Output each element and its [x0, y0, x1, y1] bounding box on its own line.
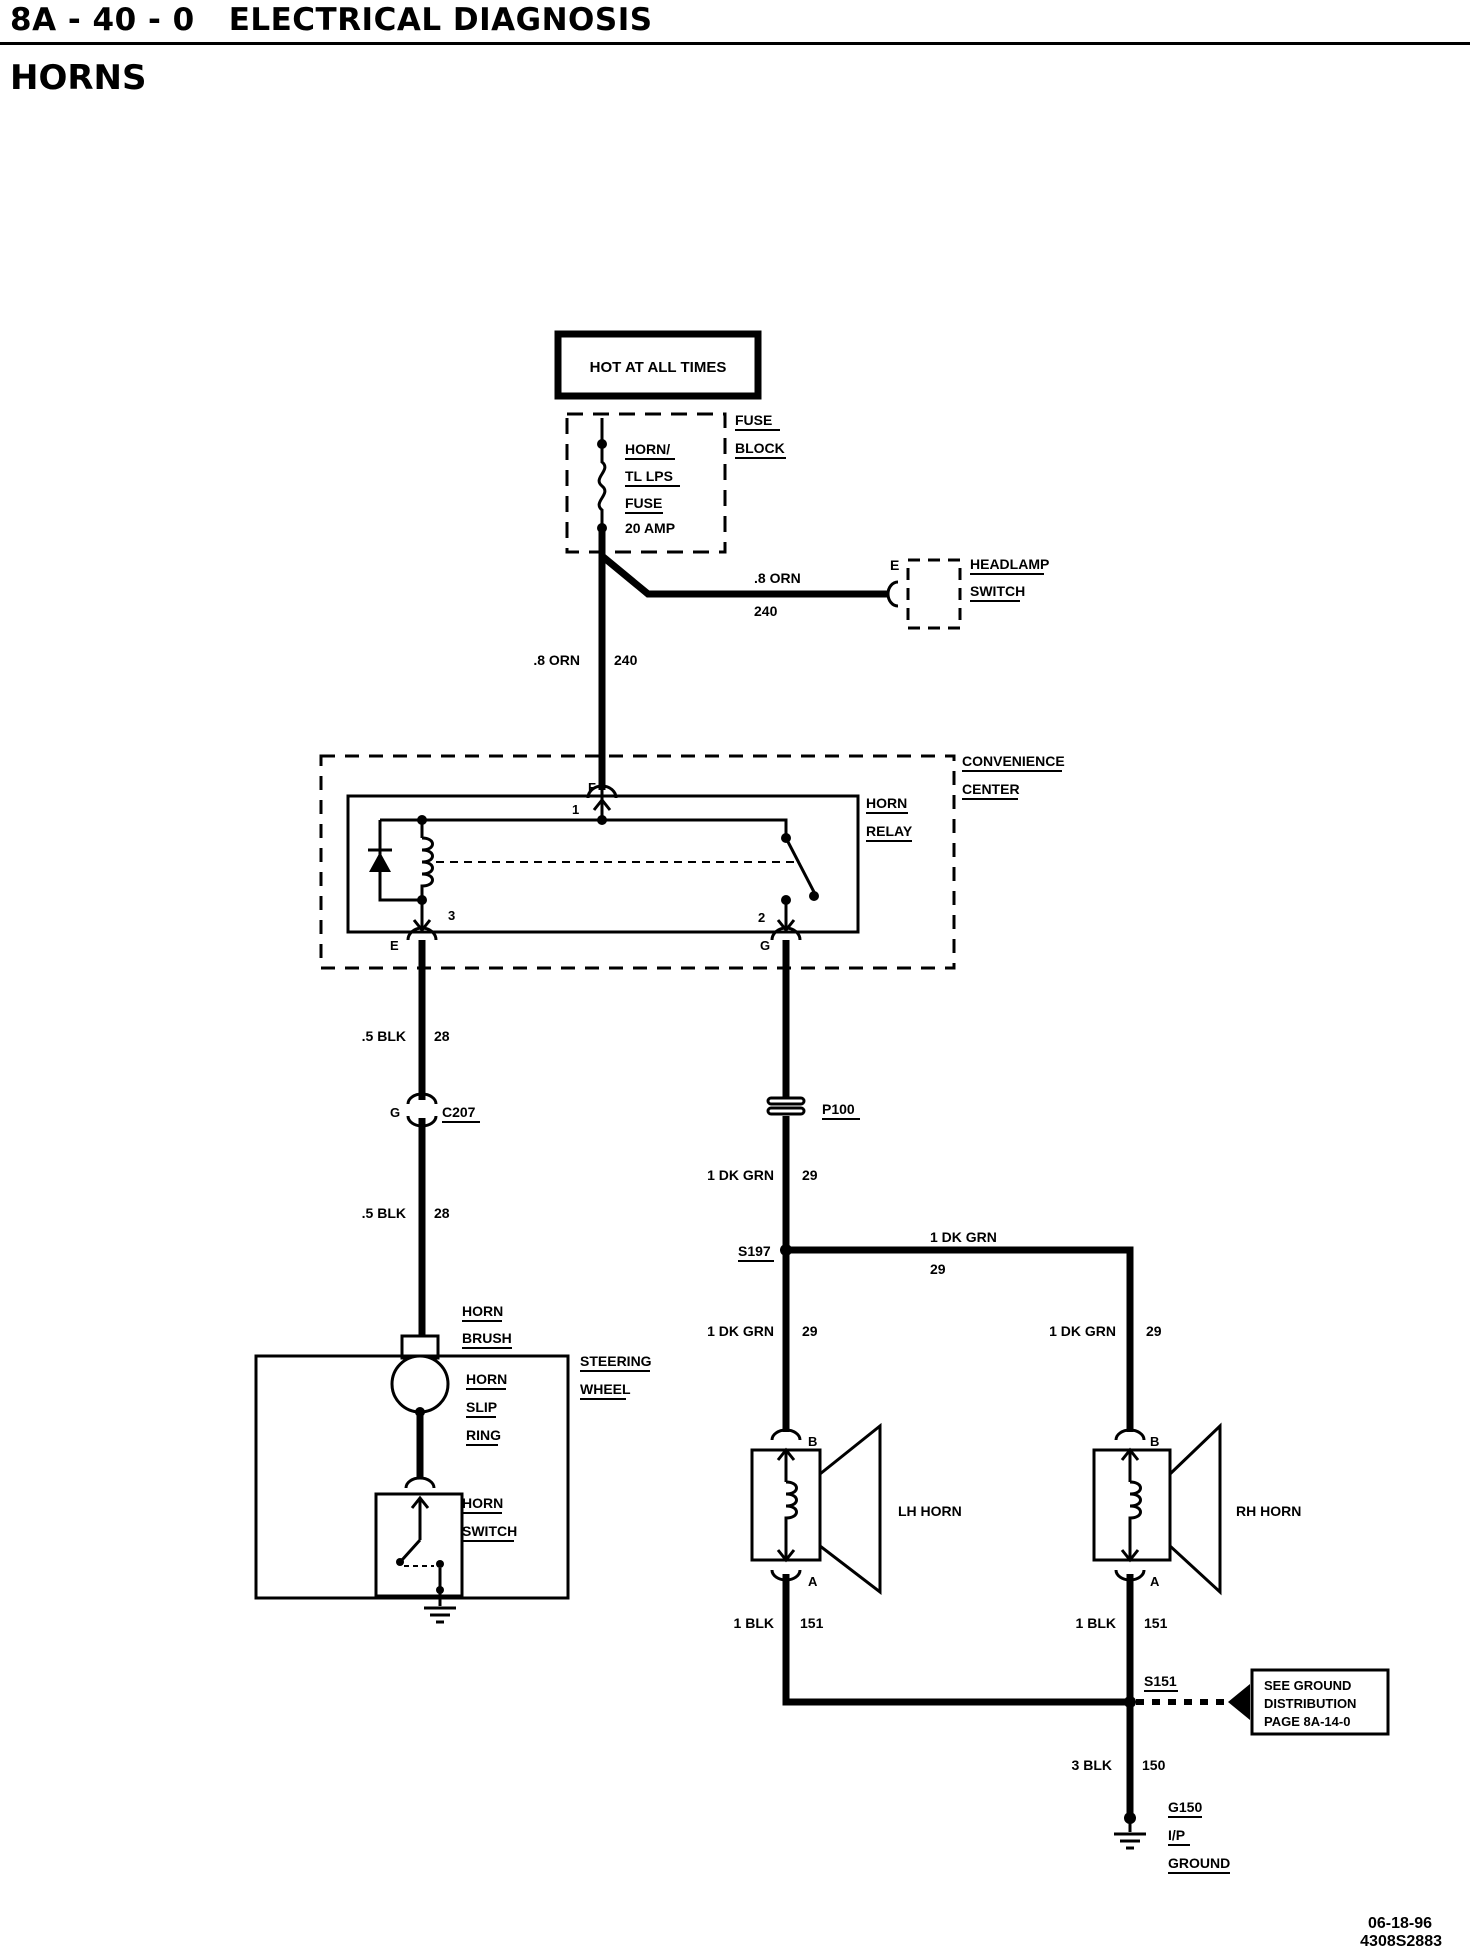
wire-29-lh-color: 1 DK GRN [707, 1323, 774, 1339]
p100-label: P100 [822, 1101, 855, 1117]
wire-150-color: 3 BLK [1072, 1757, 1112, 1773]
wire-151: 1 BLK 151 1 BLK 151 [734, 1574, 1168, 1706]
c207-pin: G [390, 1105, 400, 1120]
horn-brush-label: HORN [462, 1303, 503, 1319]
rh-horn-pin-a: A [1150, 1574, 1160, 1589]
convenience-center: CONVENIENCE CENTER F E G [319, 753, 1065, 970]
page-header: 8A - 40 - 0 ELECTRICAL DIAGNOSIS [10, 2, 653, 38]
svg-text:GROUND: GROUND [1168, 1855, 1230, 1871]
c207-label: C207 [442, 1104, 476, 1120]
convenience-center-label: CONVENIENCE [962, 753, 1065, 769]
wire-29-branch-color: 1 DK GRN [930, 1229, 997, 1245]
svg-text:BLOCK: BLOCK [735, 440, 785, 456]
pin-f: F [588, 780, 596, 795]
wire-240-color: .8 ORN [533, 652, 580, 668]
power-source-box: HOT AT ALL TIMES [554, 330, 762, 400]
steering-wheel-label: STEERING [580, 1353, 652, 1369]
pin-3: 3 [448, 908, 455, 923]
lh-horn: B A LH HORN [750, 1422, 962, 1596]
ground-g150: G150 I/P GROUND [1112, 1799, 1230, 1874]
horn-switch-label: HORN [462, 1495, 503, 1511]
svg-text:CENTER: CENTER [962, 781, 1020, 797]
wire-29-p100-color: 1 DK GRN [707, 1167, 774, 1183]
svg-text:I/P: I/P [1168, 1827, 1185, 1843]
section-number: 8A - 40 - 0 [10, 2, 195, 38]
svg-text:FUSE: FUSE [625, 495, 662, 511]
rh-horn-pin-b: B [1150, 1434, 1159, 1449]
svg-text:BRUSH: BRUSH [462, 1330, 512, 1346]
pin-e: E [390, 938, 399, 953]
svg-text:RING: RING [466, 1427, 501, 1443]
pin-1: 1 [572, 802, 579, 817]
page-subtitle: HORNS [10, 58, 147, 98]
wire-29-p100-circuit: 29 [802, 1167, 818, 1183]
wire-28: .5 BLK 28 .5 BLK 28 [362, 940, 450, 1336]
footer-code: 4308S2883 [1360, 1933, 1442, 1948]
svg-text:SLIP: SLIP [466, 1399, 497, 1415]
lh-horn-label: LH HORN [898, 1503, 962, 1519]
svg-text:TL LPS: TL LPS [625, 468, 673, 484]
power-source-label: HOT AT ALL TIMES [590, 359, 727, 376]
wire-151-rh-color: 1 BLK [1076, 1615, 1116, 1631]
horn-fuse: HORN/ TL LPS FUSE 20 AMP [597, 418, 680, 536]
wire-28-upper-circuit: 28 [434, 1028, 450, 1044]
pin-g: G [760, 938, 770, 953]
s151-label: S151 [1144, 1673, 1177, 1689]
ground-ref-line-1: SEE GROUND [1264, 1678, 1351, 1693]
wire-150: 3 BLK 150 [1072, 1702, 1166, 1816]
wire-150-circuit: 150 [1142, 1757, 1166, 1773]
wire-29-rh-color: 1 DK GRN [1049, 1323, 1116, 1339]
wire-151-lh-circuit: 151 [800, 1615, 824, 1631]
header-rule [0, 42, 1470, 45]
rh-horn: B A RH HORN [1092, 1422, 1301, 1596]
splice-s151: S151 [1124, 1673, 1250, 1720]
connector-c207: G C207 [390, 1092, 480, 1128]
ground-ref-line-2: DISTRIBUTION [1264, 1696, 1356, 1711]
lh-horn-pin-a: A [808, 1574, 818, 1589]
fuse-block: FUSE BLOCK [565, 412, 786, 554]
wire-240: .8 ORN 240 .8 ORN 240 [533, 528, 888, 790]
splice-s197: S197 [738, 1243, 792, 1262]
ground-g150-label: G150 [1168, 1799, 1202, 1815]
wire-29-rh-circuit: 29 [1146, 1323, 1162, 1339]
pin-2: 2 [758, 910, 765, 925]
s197-label: S197 [738, 1243, 771, 1259]
rh-horn-label: RH HORN [1236, 1503, 1301, 1519]
wire-28-lower-circuit: 28 [434, 1205, 450, 1221]
svg-text:SWITCH: SWITCH [462, 1523, 517, 1539]
headlamp-switch: E HEADLAMP SWITCH [886, 556, 1049, 630]
ground-ref-line-3: PAGE 8A-14-0 [1264, 1714, 1350, 1729]
headlamp-switch-label: HEADLAMP [970, 556, 1049, 572]
fuse-name: HORN/ [625, 441, 670, 457]
wire-29: 1 DK GRN 29 1 DK GRN 29 1 DK GRN 29 1 DK… [707, 940, 1162, 1432]
steering-wheel: STEERING WHEEL HORN BRUSH HORN SLIP RING… [254, 1303, 652, 1624]
svg-text:RELAY: RELAY [866, 823, 913, 839]
wire-29-lh-circuit: 29 [802, 1323, 818, 1339]
ground-distribution-ref: SEE GROUND DISTRIBUTION PAGE 8A-14-0 [1250, 1668, 1390, 1736]
wire-240-circuit: 240 [614, 652, 638, 668]
svg-text:SWITCH: SWITCH [970, 583, 1025, 599]
wire-28-lower-color: .5 BLK [362, 1205, 406, 1221]
fuse-rating: 20 AMP [625, 520, 675, 536]
wire-29-branch-circuit: 29 [930, 1261, 946, 1277]
horn-relay: HORN RELAY 1 3 2 [346, 784, 913, 941]
lh-horn-pin-b: B [808, 1434, 817, 1449]
fuse-block-label: FUSE [735, 412, 772, 428]
wire-240-headlamp-color: .8 ORN [754, 570, 801, 586]
horn-slip-ring-label: HORN [466, 1371, 507, 1387]
footer-date: 06-18-96 [1368, 1915, 1432, 1932]
header-title: ELECTRICAL DIAGNOSIS [228, 2, 653, 38]
wire-240-headlamp-circuit: 240 [754, 603, 778, 619]
wire-151-rh-circuit: 151 [1144, 1615, 1168, 1631]
svg-text:WHEEL: WHEEL [580, 1381, 631, 1397]
headlamp-pin-e: E [890, 557, 899, 573]
horn-relay-label: HORN [866, 795, 907, 811]
connector-p100: P100 [766, 1096, 860, 1120]
wire-28-upper-color: .5 BLK [362, 1028, 406, 1044]
wire-151-lh-color: 1 BLK [734, 1615, 774, 1631]
